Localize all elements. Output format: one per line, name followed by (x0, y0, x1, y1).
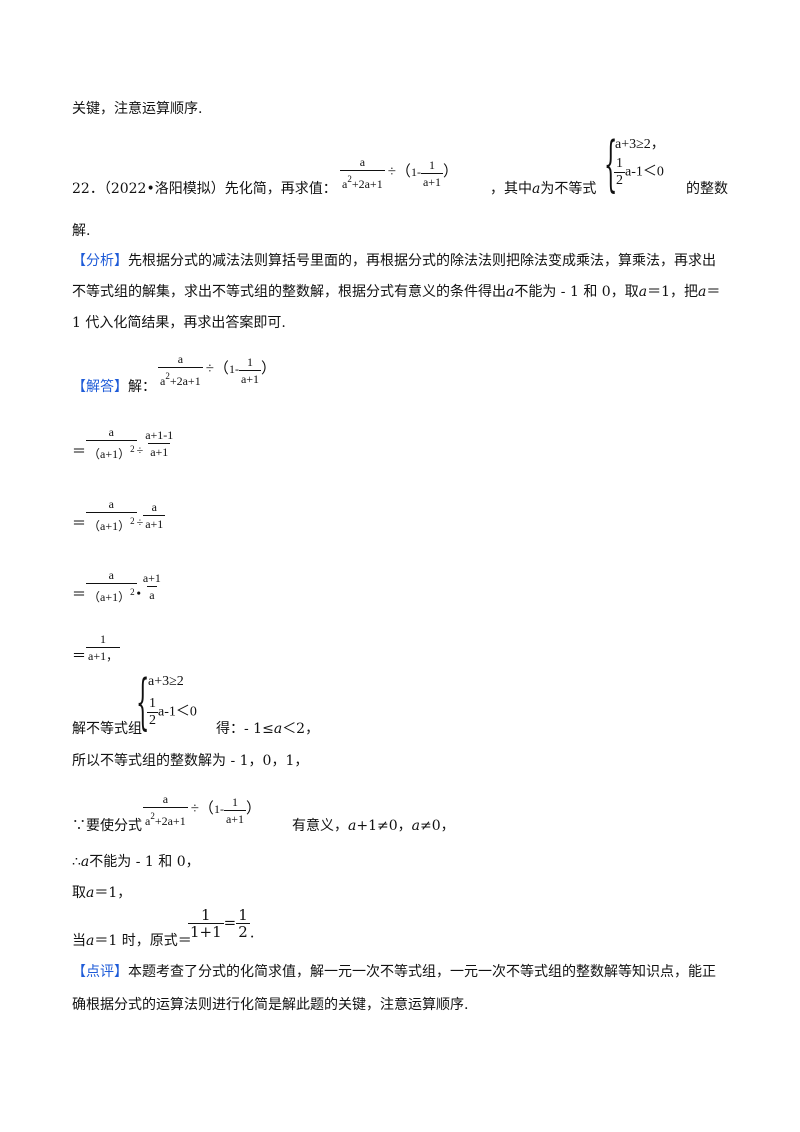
solution-tag: 【解答】 (72, 379, 128, 395)
fraction: a a2+2a+1 (340, 155, 385, 191)
final-line: 当a＝1 时，原式＝ (72, 933, 192, 949)
analysis-line-1: 【分析】先根据分式的减法法则算括号里面的，再根据分式的除法法则把除法变成乘法，算… (72, 253, 716, 269)
step-2: ＝ a （a+1）2 ÷ a a+1 (72, 497, 166, 533)
comment-line-2: 确根据分式的运算法则进行化简是解此题的关键，注意运算顺序. (72, 997, 469, 1013)
meaningful-conditions: 有意义，a+1≠0，a≠0， (292, 818, 455, 834)
inequality-1b: a+3≥2 (148, 674, 184, 689)
step-3: ＝ a （a+1）2 • a+1 a (72, 568, 161, 604)
analysis-line-2: 不等式组的解集，求出不等式组的整数解，根据分式有意义的条件得出a不能为 - 1 … (72, 284, 721, 300)
step-1: ＝ a （a+1）2 ÷ a+1-1 a+1 (72, 425, 174, 461)
question-line: 22．（2022•洛阳模拟）先化简，再求值： (72, 181, 337, 197)
step-4: ＝ 1 a+1， (72, 632, 121, 665)
question-line-cont: ，其中a为不等式 (490, 181, 597, 197)
question-expression: a a2+2a+1 ÷（1- 1 a+1 ） (340, 155, 459, 191)
continued-text: 关键，注意运算顺序. (72, 101, 203, 117)
therefore-line: ∴a不能为 - 1 和 0， (72, 854, 200, 870)
question-source: （2022•洛阳模拟） (103, 181, 225, 197)
comment-tag: 【点评】 (72, 964, 128, 980)
solution-header: 【解答】解： (72, 379, 156, 395)
brace-icon: { (136, 667, 150, 737)
because-expression: a a2+2a+1 ÷（1- 1 a+1 ） (143, 792, 262, 828)
analysis-tag: 【分析】 (72, 253, 128, 269)
question-number: 22． (72, 181, 104, 197)
solution-expression: a a2+2a+1 ÷（1- 1 a+1 ） (158, 352, 277, 388)
take-line: 取a＝1， (72, 885, 132, 901)
because-line: ∵要使分式 (72, 818, 142, 834)
solve-result: 得：- 1≤a＜2， (216, 721, 320, 737)
integer-solutions: 所以不等式组的整数解为 - 1，0，1， (72, 753, 309, 769)
brace-icon: { (604, 129, 618, 199)
solve-line: 解不等式组 (72, 721, 142, 737)
inequality-1: a+3≥2， (615, 137, 665, 152)
comment-line-1: 【点评】本题考查了分式的化简求值，解一元一次不等式组，一元一次不等式组的整数解等… (72, 964, 716, 980)
analysis-line-3: 1 代入化简结果，再求出答案即可. (72, 315, 286, 331)
